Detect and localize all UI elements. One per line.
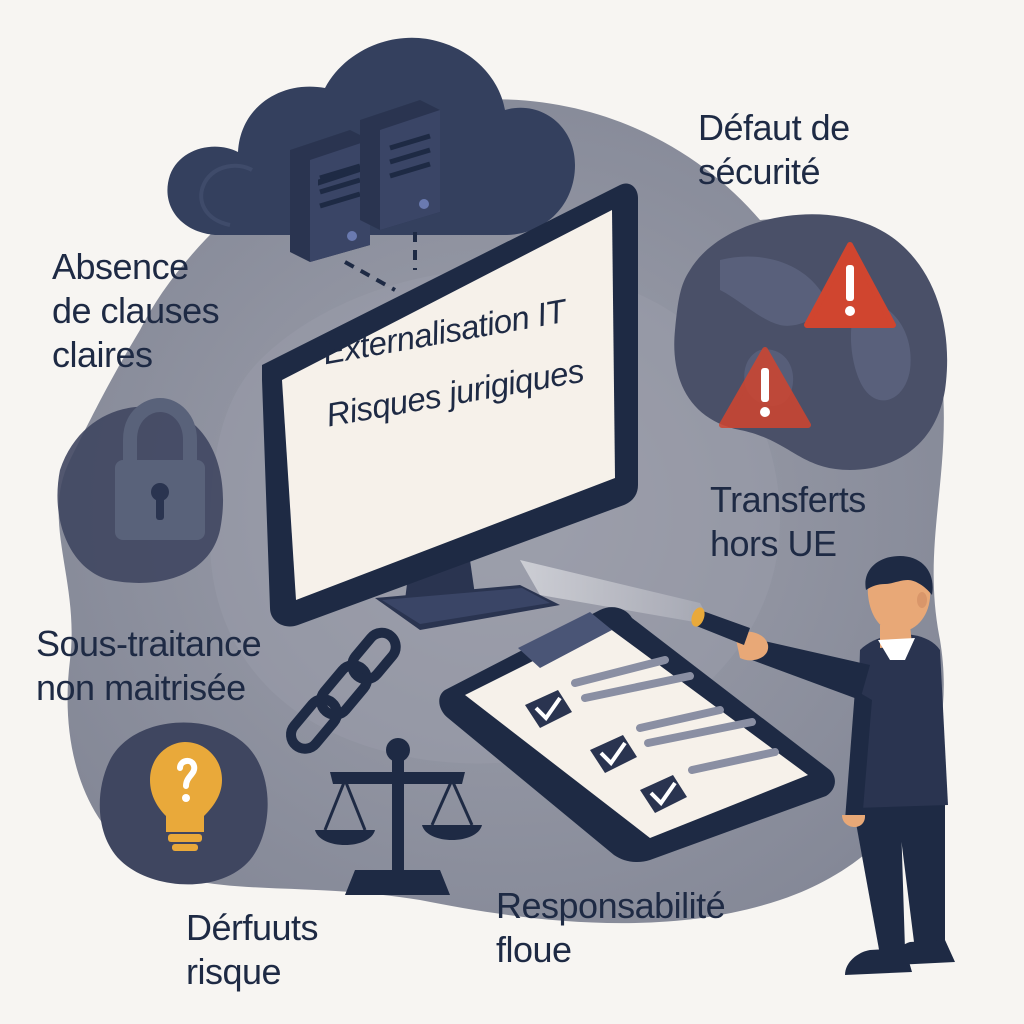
label-line: risque bbox=[186, 951, 282, 992]
label-transferts-hors-ue: Transferts hors UE bbox=[710, 478, 866, 566]
chain-link-icon bbox=[286, 627, 401, 754]
flashlight-beam bbox=[520, 560, 712, 625]
label-line: hors UE bbox=[710, 523, 837, 564]
warning-icon bbox=[804, 242, 896, 328]
label-line: Absence bbox=[52, 246, 189, 287]
monitor-icon bbox=[262, 183, 638, 630]
checkbox-checked bbox=[590, 735, 637, 773]
checkbox-checked bbox=[525, 690, 572, 728]
label-line: Dérfuuts bbox=[186, 907, 319, 948]
businessman-figure bbox=[691, 556, 955, 975]
label-line: Défaut de bbox=[698, 107, 850, 148]
warning-icon bbox=[719, 347, 811, 428]
connection-line bbox=[344, 260, 396, 292]
padlock-icon bbox=[57, 397, 224, 583]
server-icon bbox=[360, 100, 440, 230]
label-line: sécurité bbox=[698, 151, 821, 192]
checklist-clipboard-icon bbox=[439, 607, 835, 863]
label-absence-clauses: Absence de clauses claires bbox=[52, 245, 220, 377]
label-line: Responsabilité bbox=[496, 885, 726, 926]
label-defaut-securite: Défaut de sécurité bbox=[698, 106, 850, 194]
label-line: claires bbox=[52, 334, 153, 375]
server-icon bbox=[290, 130, 370, 262]
label-line: non maitrisée bbox=[36, 667, 246, 708]
lightbulb-icon bbox=[99, 722, 268, 885]
label-line: Transferts bbox=[710, 479, 866, 520]
label-defauts-risque: Dérfuuts risque bbox=[186, 906, 319, 994]
label-line: Sous-traitance bbox=[36, 623, 262, 664]
label-responsabilite-floue: Responsabilité floue bbox=[496, 884, 726, 972]
label-line: floue bbox=[496, 929, 572, 970]
scales-of-justice-icon bbox=[315, 738, 482, 895]
checkbox-checked bbox=[640, 775, 687, 813]
label-line: de clauses bbox=[52, 290, 220, 331]
label-sous-traitance: Sous-traitance non maitrisée bbox=[36, 622, 262, 710]
